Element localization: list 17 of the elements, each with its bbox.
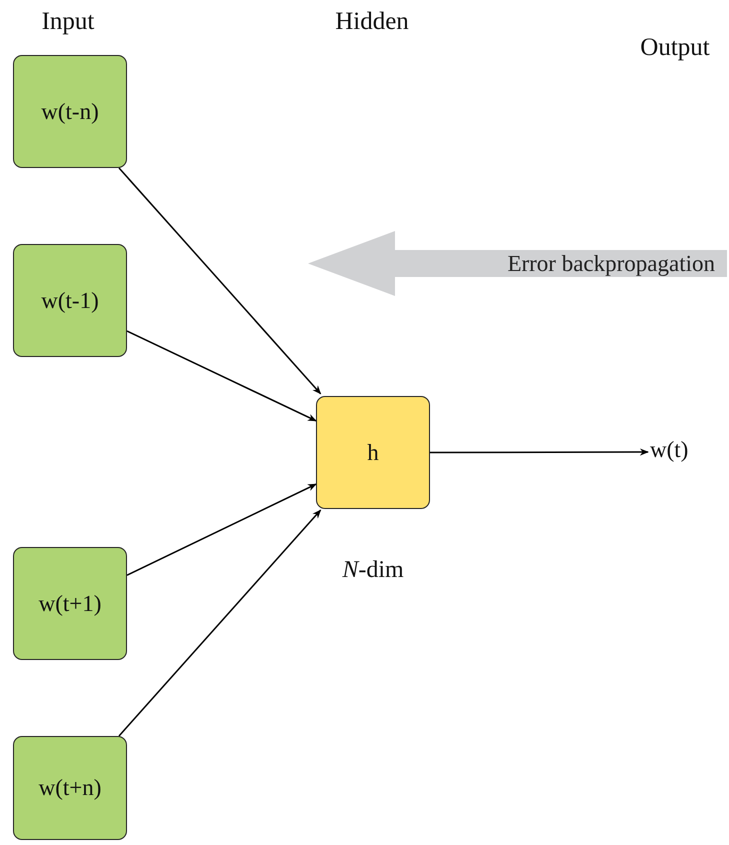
backpropagation-arrow — [308, 231, 727, 296]
arrow — [118, 168, 322, 394]
output-word: w(t) — [650, 437, 688, 463]
arrow — [126, 330, 317, 422]
column-heading: Hidden — [335, 8, 409, 36]
input-word-box: w(t+1) — [13, 547, 127, 660]
arrow — [118, 509, 322, 736]
input-word-box: w(t-1) — [13, 244, 127, 357]
input-word-box: w(t-n) — [13, 55, 127, 168]
hidden-layer-box: h — [316, 396, 430, 509]
arrow — [126, 483, 317, 576]
arrow — [430, 448, 649, 456]
column-heading: Output — [640, 34, 710, 62]
column-heading: Input — [42, 8, 94, 36]
dimension-note: N-dim — [342, 557, 404, 584]
arrow-label: Error backpropagation — [507, 250, 715, 276]
input-word-box: w(t+n) — [13, 736, 127, 840]
